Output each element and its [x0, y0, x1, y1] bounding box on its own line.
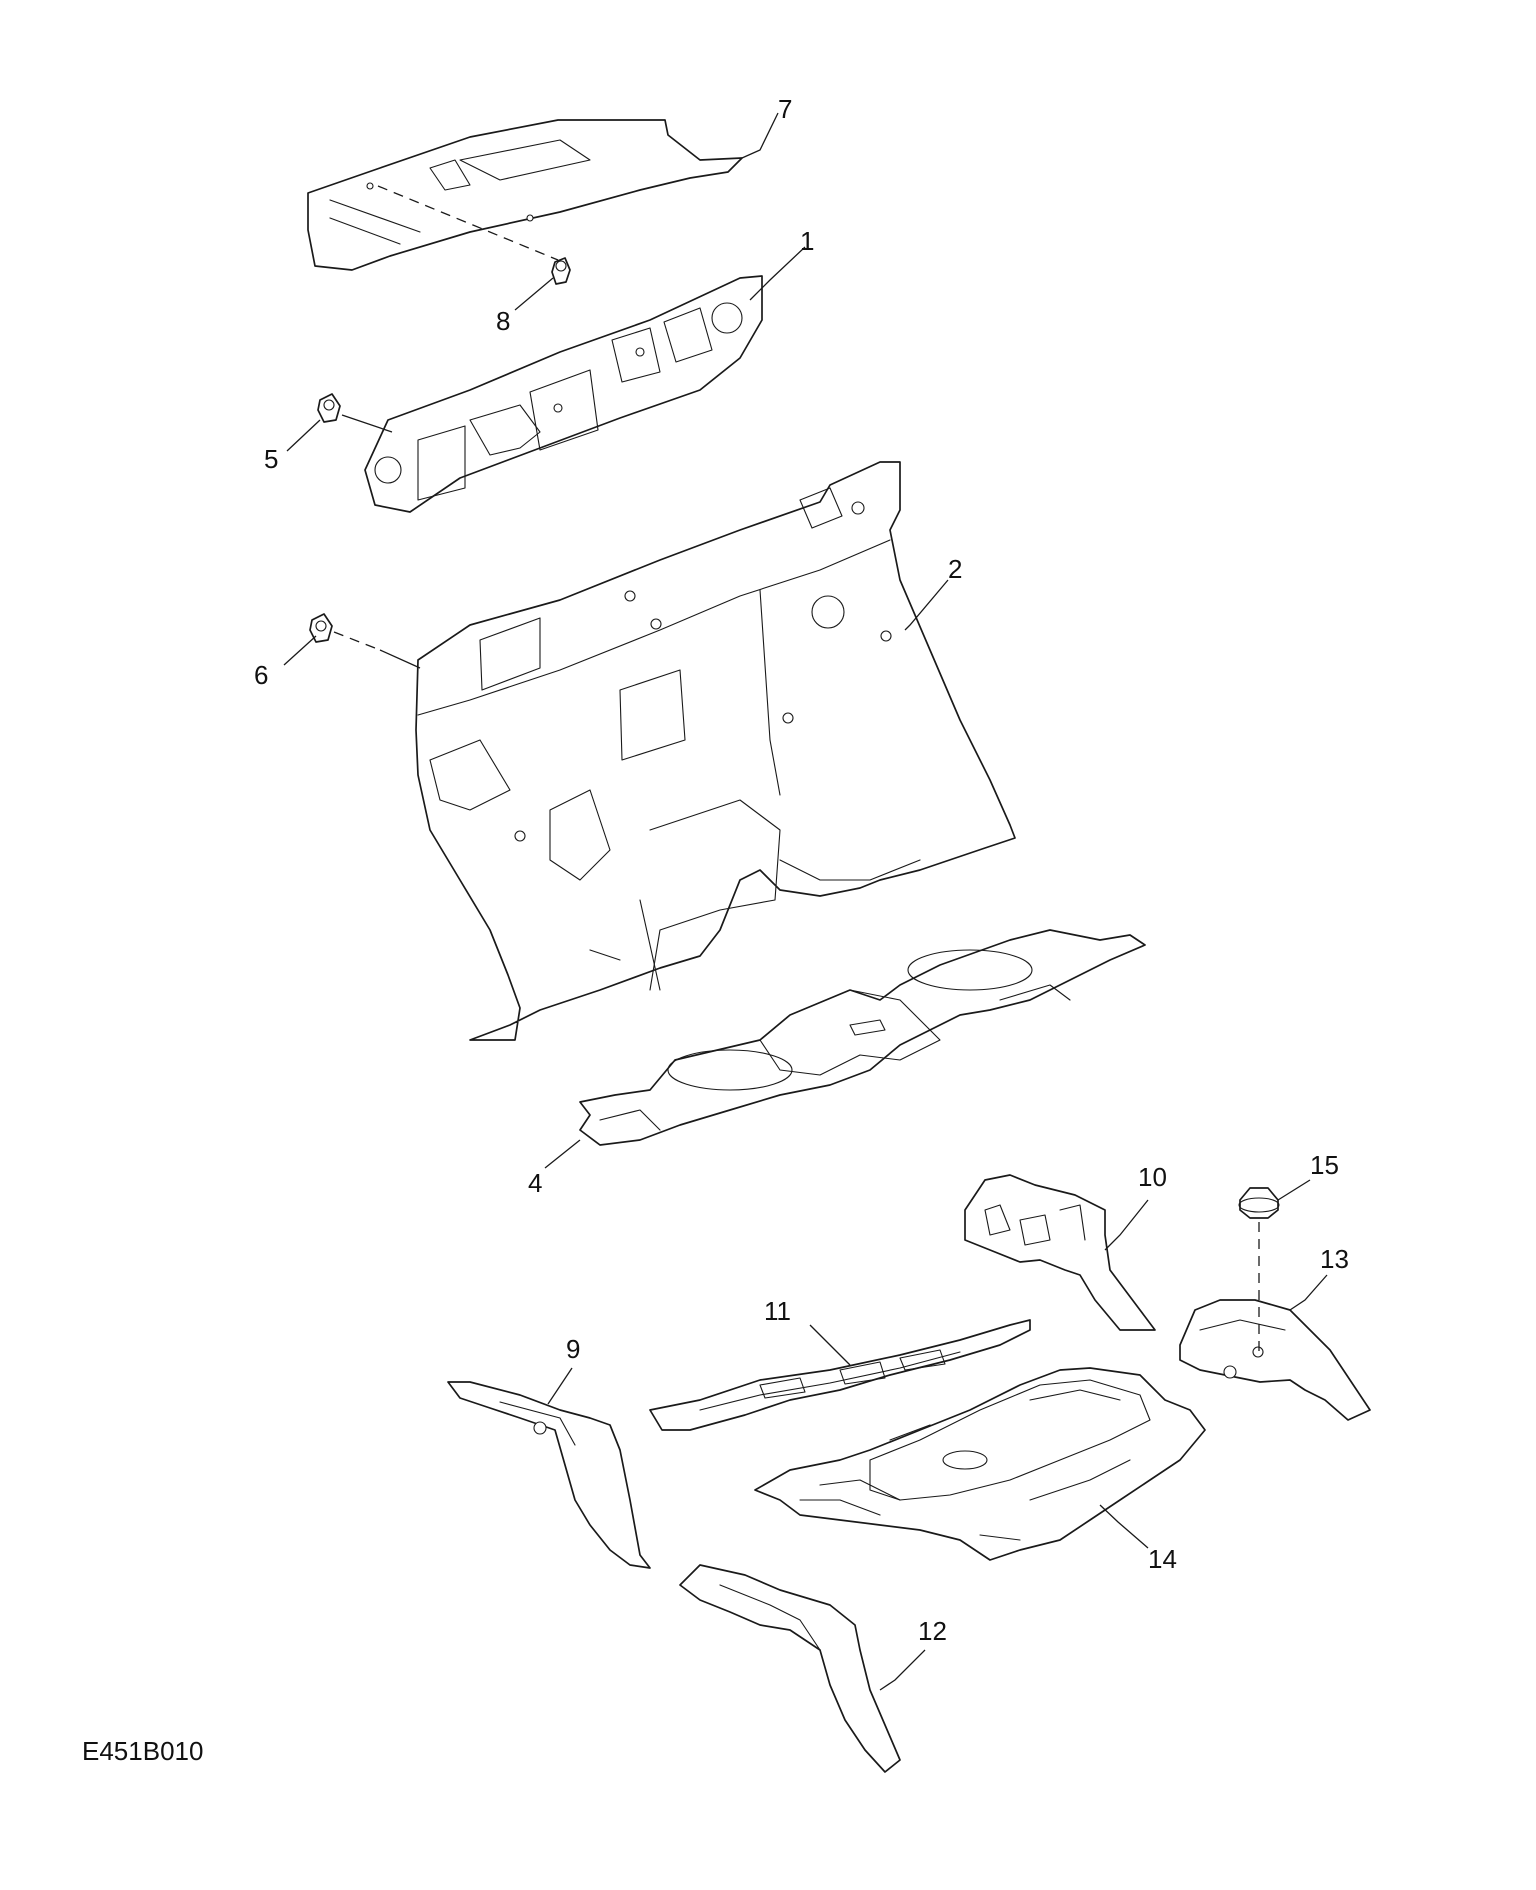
leader-9 — [547, 1367, 573, 1405]
leader-13 — [1289, 1274, 1328, 1311]
leader-10 — [1104, 1199, 1149, 1251]
callout-4: 4 — [528, 1168, 542, 1198]
leader-7 — [741, 112, 779, 159]
callout-6: 6 — [254, 660, 268, 690]
figure-code: E451B010 — [82, 1736, 204, 1766]
part-9-insulator — [447, 1381, 651, 1569]
callout-numbers: 7 1 8 5 2 6 4 15 10 13 11 9 14 12 — [254, 94, 1349, 1646]
part-14-rear-floor-insulator — [754, 1367, 1206, 1561]
part-11-insulator — [649, 1319, 1031, 1431]
part-6-clip — [309, 613, 333, 643]
part-4-floor-insulator — [579, 929, 1146, 1146]
leader-2 — [904, 579, 949, 631]
callout-5: 5 — [264, 444, 278, 474]
part-13-insulator — [1179, 1299, 1371, 1421]
callout-7: 7 — [778, 94, 792, 124]
callout-10: 10 — [1138, 1162, 1167, 1192]
leader-4 — [544, 1139, 581, 1169]
part-1-dash-insulator-upper — [364, 275, 763, 513]
leader-8 — [514, 277, 554, 311]
leader-6b — [379, 649, 421, 669]
part-7-cowl-insulator — [307, 119, 743, 271]
leader-11 — [809, 1324, 851, 1366]
leader-5 — [286, 419, 321, 452]
dash-8-7 — [377, 185, 559, 261]
callout-13: 13 — [1320, 1244, 1349, 1274]
callout-12: 12 — [918, 1616, 947, 1646]
leader-15 — [1277, 1179, 1311, 1201]
leader-6 — [283, 635, 317, 666]
leader-5b — [341, 414, 393, 433]
callout-14: 14 — [1148, 1544, 1177, 1574]
dash-6 — [333, 631, 381, 651]
callout-9: 9 — [566, 1334, 580, 1364]
leader-1 — [749, 246, 806, 301]
callout-1: 1 — [800, 226, 814, 256]
part-2-dash-floor-insulator — [415, 461, 1016, 1041]
leader-12 — [879, 1649, 926, 1691]
part-12-insulator — [679, 1564, 901, 1773]
callout-8: 8 — [496, 306, 510, 336]
leader-lines — [283, 112, 1328, 1691]
callout-15: 15 — [1310, 1150, 1339, 1180]
callout-11: 11 — [764, 1296, 791, 1326]
leader-14 — [1099, 1504, 1149, 1549]
part-8-clip — [551, 257, 571, 285]
callout-2: 2 — [948, 554, 962, 584]
part-10-insulator — [964, 1174, 1156, 1331]
part-15-nut — [1238, 1187, 1280, 1219]
part-5-clip — [317, 393, 341, 423]
